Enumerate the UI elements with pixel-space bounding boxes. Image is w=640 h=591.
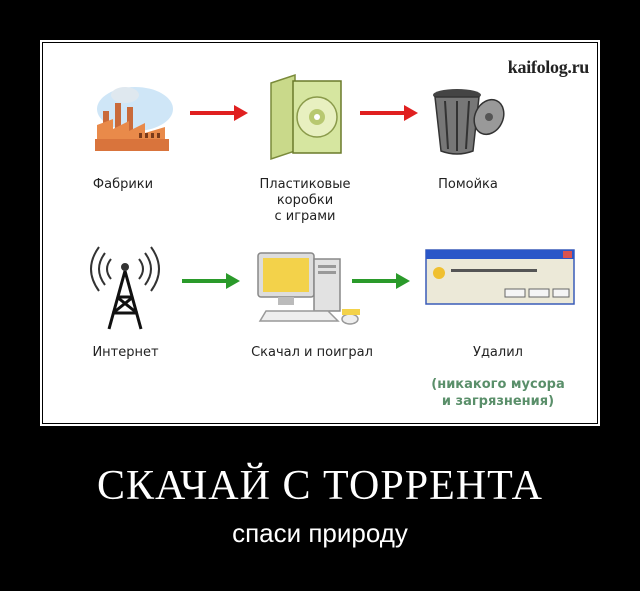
pc-label: Скачал и поиграл (251, 345, 373, 360)
watermark: kaifolog.ru (507, 57, 590, 77)
internet-label: Интернет (92, 345, 159, 360)
deleted-label: Удалил (473, 345, 523, 360)
diagram-panel: kaifolog.ru Фабрики П (43, 43, 597, 423)
boxes-label: Пластиковые коробки с играми (259, 177, 351, 224)
arrow-right-icon (180, 271, 242, 291)
trash-label: Помойка (438, 177, 498, 192)
factory-icon (85, 81, 177, 156)
computer-icon (256, 249, 368, 329)
subline: спаси природу (232, 518, 408, 548)
arrow-right-icon (358, 103, 420, 123)
arrow-right-icon (350, 271, 412, 291)
delete-dialog-icon (425, 249, 575, 305)
deleted-note: (никакого мусора и загрязнения) (431, 377, 565, 409)
headline: СКАЧАЙ С ТОРРЕНТА (97, 463, 543, 509)
factory-label: Фабрики (92, 177, 154, 192)
arrow-right-icon (188, 103, 250, 123)
radio-tower-icon (87, 245, 163, 331)
trash-can-icon (429, 81, 509, 157)
cd-case-icon (265, 73, 345, 161)
